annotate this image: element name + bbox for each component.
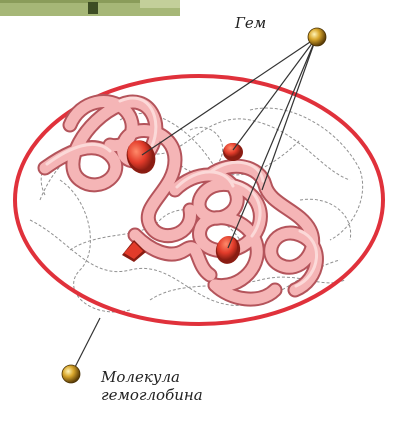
- globin-chains: [45, 98, 317, 299]
- molecule-label-line2: гемоглобина: [101, 386, 203, 404]
- top-band: [0, 0, 180, 16]
- heme-disc: [223, 143, 243, 161]
- molecule-marker-icon: [62, 365, 80, 383]
- molecule-pointer-line: [72, 318, 100, 373]
- heme-marker-icon: [308, 28, 326, 46]
- heme-label: Гем: [235, 14, 266, 32]
- molecule-label-line1: Молекула: [101, 368, 203, 386]
- molecule-label: Молекула гемоглобина: [101, 368, 203, 404]
